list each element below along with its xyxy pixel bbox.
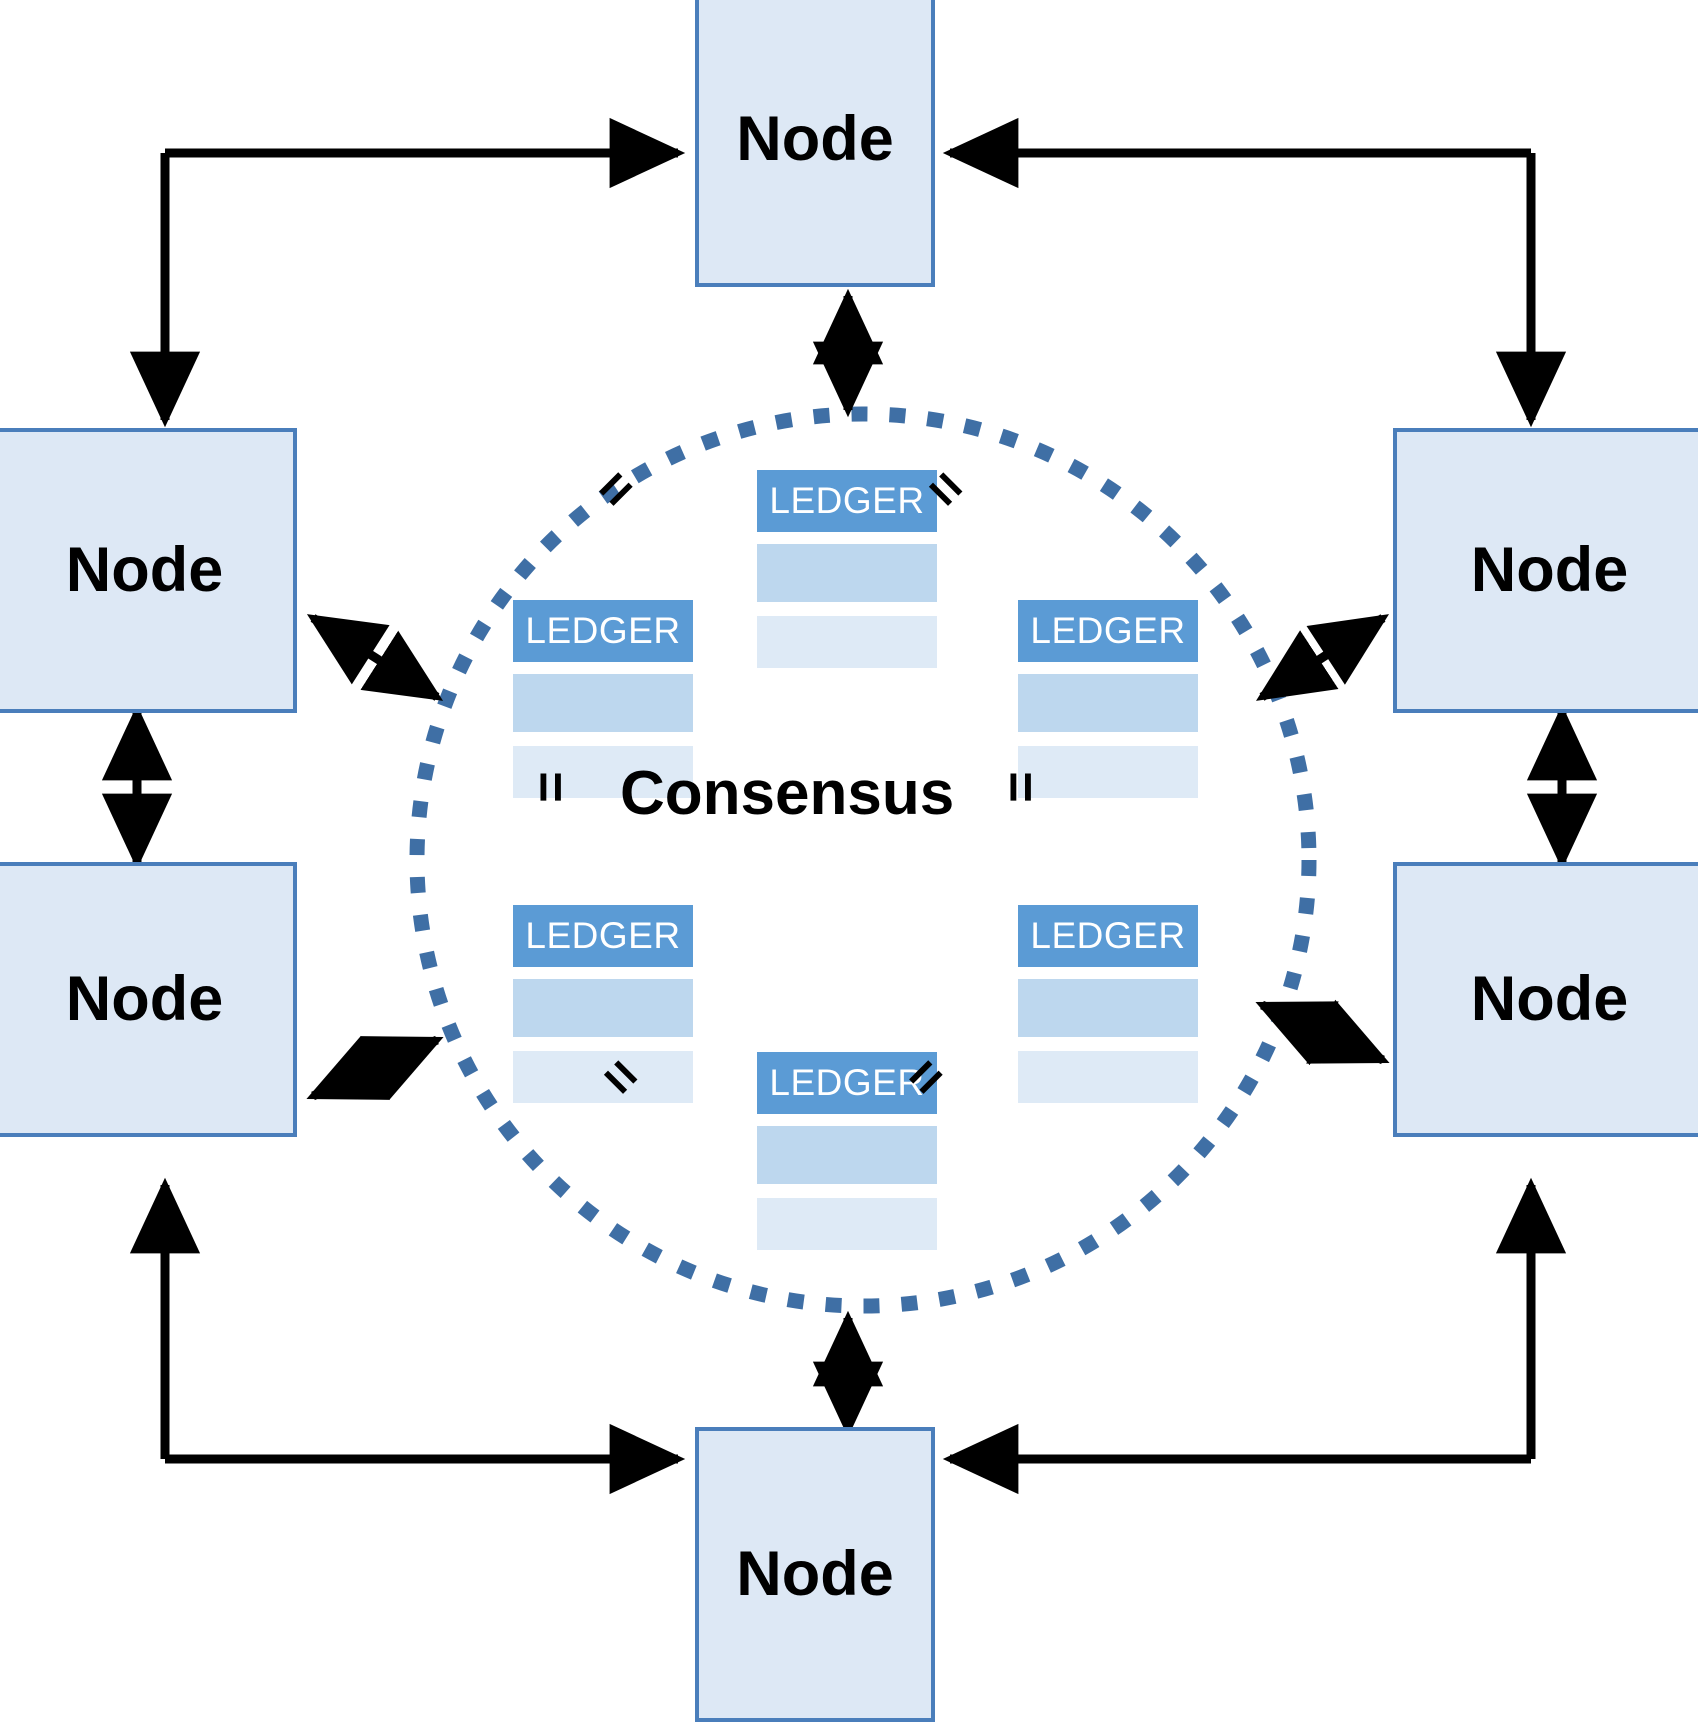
- ledger-bottom-band-light: [757, 1198, 937, 1250]
- ledger-upper-left: LEDGER: [513, 600, 693, 798]
- node-left-lower[interactable]: Node: [0, 862, 297, 1137]
- ledger-upper-left-band-light: [513, 746, 693, 798]
- ledger-lower-right-header: LEDGER: [1018, 905, 1198, 967]
- ledger-bottom: LEDGER: [757, 1052, 937, 1250]
- node-top[interactable]: Node: [695, 0, 935, 287]
- ledger-lower-right: LEDGER: [1018, 905, 1198, 1103]
- node-top-label: Node: [736, 104, 894, 174]
- ledger-lower-left-band-light: [513, 1051, 693, 1103]
- ledger-upper-right-header: LEDGER: [1018, 600, 1198, 662]
- ledger-lower-left-header: LEDGER: [513, 905, 693, 967]
- ledger-upper-left-header: LEDGER: [513, 600, 693, 662]
- node-right-upper[interactable]: Node: [1393, 428, 1698, 713]
- equals-mid-left-icon: =: [520, 771, 581, 803]
- equals-top-left-icon: =: [583, 456, 649, 522]
- ledger-upper-left-band-medium: [513, 674, 693, 732]
- wire-leftupper-to-consensus: [306, 614, 444, 701]
- wire-rightlower-to-consensus: [1255, 999, 1390, 1066]
- node-bottom-label: Node: [736, 1539, 894, 1609]
- node-right-upper-label: Node: [1470, 535, 1629, 605]
- node-left-lower-label: Node: [65, 964, 224, 1034]
- wire-leftlower-to-consensus: [306, 1035, 444, 1101]
- ledger-lower-left: LEDGER: [513, 905, 693, 1103]
- ledger-upper-right: LEDGER: [1018, 600, 1198, 798]
- ledger-lower-right-band-light: [1018, 1051, 1198, 1103]
- node-right-lower-label: Node: [1470, 964, 1629, 1034]
- ledger-lower-left-band-medium: [513, 979, 693, 1037]
- node-left-upper[interactable]: Node: [0, 428, 297, 713]
- equals-mid-right-icon: =: [990, 771, 1051, 803]
- ledger-top-band-medium: [757, 544, 937, 602]
- wire-rightupper-to-consensus: [1255, 614, 1390, 701]
- ledger-top-header: LEDGER: [757, 470, 937, 532]
- ledger-lower-right-band-medium: [1018, 979, 1198, 1037]
- consensus-label: Consensus: [620, 759, 955, 828]
- ledger-top-band-light: [757, 616, 937, 668]
- ledger-bottom-band-medium: [757, 1126, 937, 1184]
- ledger-bottom-header: LEDGER: [757, 1052, 937, 1114]
- node-bottom[interactable]: Node: [695, 1427, 935, 1722]
- ledger-upper-right-band-medium: [1018, 674, 1198, 732]
- node-right-lower[interactable]: Node: [1393, 862, 1698, 1137]
- ledger-upper-right-band-light: [1018, 746, 1198, 798]
- equals-top-right-icon: =: [913, 456, 979, 522]
- node-left-upper-label: Node: [65, 535, 224, 605]
- ledger-top: LEDGER: [757, 470, 937, 668]
